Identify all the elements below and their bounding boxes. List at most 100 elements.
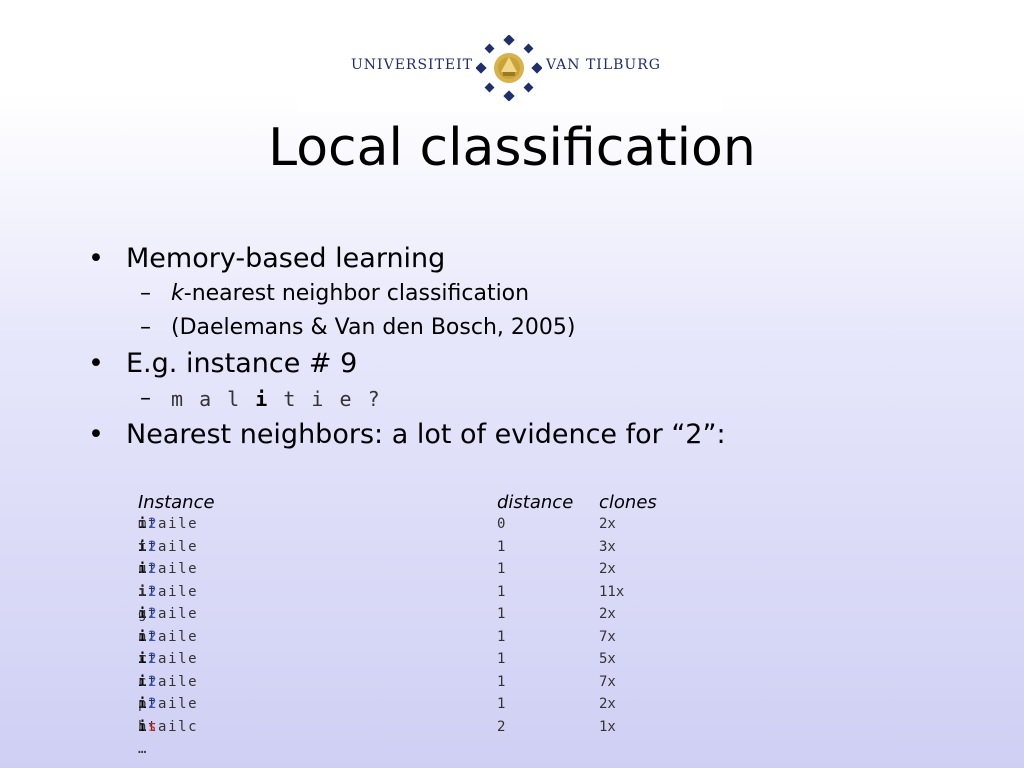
instance-class: 2 bbox=[148, 628, 159, 645]
distance-cell: 1 bbox=[497, 561, 506, 577]
distance-cell: 1 bbox=[497, 606, 506, 622]
clones-cell: 2x bbox=[599, 606, 616, 622]
clones-cell: 1x bbox=[599, 718, 616, 735]
instance-after: t i c bbox=[148, 718, 199, 735]
instance-focus: i bbox=[138, 583, 149, 600]
dash-icon: – bbox=[140, 281, 151, 306]
table-body: m a l i t i e 2 0 2x t a l i t i e 2 1 3x u a … bbox=[138, 516, 738, 764]
instance-cell: m a l i t i e 2 bbox=[138, 516, 197, 532]
clones-cell: 5x bbox=[599, 651, 616, 667]
sub-bullet-item: – (Daelemans & Van den Bosch, 2005) bbox=[88, 311, 988, 345]
sub-bullet-item: – m a l i t i e ? bbox=[88, 382, 988, 416]
instance-focus: i bbox=[138, 606, 149, 622]
clones-cell: 7x bbox=[599, 673, 616, 690]
instance-focus: i bbox=[138, 718, 149, 735]
instance-after: t i e bbox=[148, 696, 199, 712]
instance-class: 2 bbox=[148, 651, 159, 667]
bullet-item: • Nearest neighbors: a lot of evidence f… bbox=[88, 416, 988, 453]
instance-before: m a l bbox=[138, 516, 189, 532]
clones-cell: 2x bbox=[599, 561, 616, 577]
instance-focus: i bbox=[138, 538, 149, 555]
instance-cell: r a l i t i e 2 bbox=[138, 651, 197, 667]
instance-code: m a l i t i e ? bbox=[171, 382, 382, 416]
distance-cell: 0 bbox=[497, 516, 506, 532]
instance-class: 2 bbox=[148, 606, 159, 622]
instance-before: c a l bbox=[138, 673, 189, 690]
instance-class: 2 bbox=[148, 673, 159, 690]
instance-focus: i bbox=[138, 516, 149, 532]
instance-after: t i e bbox=[148, 651, 199, 667]
instance-cell: n a l i t i e 2 bbox=[138, 628, 197, 645]
instance-focus: i bbox=[138, 628, 149, 645]
instance-class: 2 bbox=[148, 516, 159, 532]
table-row: c a l i t i e 2 1 7x bbox=[138, 674, 738, 697]
table-row: h a l i t i c s 2 1x bbox=[138, 719, 738, 742]
instance-after: t i e bbox=[148, 538, 199, 555]
code-after: t i e ? bbox=[269, 387, 382, 411]
logo-text-universiteit: UNIVERSITEIT bbox=[351, 57, 473, 73]
neighbors-table: Instance distance clones m a l i t i e 2… bbox=[138, 492, 738, 764]
bullet-dot-icon: • bbox=[88, 243, 104, 274]
sub-bullet-rest: -nearest neighbor classification bbox=[183, 281, 530, 306]
instance-cell: h a l i t i c s bbox=[138, 718, 197, 735]
clones-cell: 7x bbox=[599, 628, 616, 645]
distance-cell: 1 bbox=[497, 538, 506, 555]
instance-focus: i bbox=[138, 651, 149, 667]
table-ellipsis: … bbox=[138, 741, 738, 764]
table-row: g a l i t i e 2 1 2x bbox=[138, 606, 738, 629]
instance-before: r a l bbox=[138, 651, 189, 667]
instance-class: s bbox=[148, 718, 159, 735]
instance-class: 2 bbox=[148, 583, 159, 600]
slide-title: Local classification bbox=[268, 118, 756, 178]
header-instance: Instance bbox=[138, 492, 215, 513]
distance-cell: 1 bbox=[497, 696, 506, 712]
clones-cell: 3x bbox=[599, 538, 616, 555]
table-header: Instance distance clones bbox=[138, 492, 738, 516]
instance-cell: p a l i t i e 2 bbox=[138, 696, 197, 712]
code-focus: i bbox=[255, 387, 270, 411]
instance-before: p a l bbox=[138, 696, 189, 712]
clones-cell: 11x bbox=[599, 583, 625, 600]
instance-cell: c a l i t i e 2 bbox=[138, 674, 197, 690]
logo-text-van-tilburg: VAN TILBURG bbox=[546, 57, 661, 73]
instance-after: t i e bbox=[148, 561, 199, 577]
distance-cell: 1 bbox=[497, 673, 506, 690]
code-before: m a l bbox=[171, 387, 256, 411]
bullet-dot-icon: • bbox=[88, 348, 104, 379]
sub-bullet-item: – k-nearest neighbor classification bbox=[88, 277, 988, 311]
distance-cell: 2 bbox=[497, 718, 506, 735]
instance-focus: i bbox=[138, 696, 149, 712]
instance-cell: u a l i t i e 2 bbox=[138, 561, 197, 577]
bullet-item: • Memory-based learning bbox=[88, 240, 988, 277]
bullet-text: E.g. instance # 9 bbox=[126, 348, 358, 379]
distance-cell: 1 bbox=[497, 651, 506, 667]
instance-before: i a l bbox=[138, 583, 189, 600]
instance-before: t a l bbox=[138, 538, 189, 555]
instance-before: g a l bbox=[138, 606, 189, 622]
university-emblem-icon bbox=[476, 35, 542, 101]
instance-before: u a l bbox=[138, 561, 189, 577]
distance-cell: 1 bbox=[497, 628, 506, 645]
header-distance: distance bbox=[497, 492, 574, 513]
instance-after: t i e bbox=[148, 673, 199, 690]
bullet-dot-icon: • bbox=[88, 419, 104, 450]
instance-before: n a l bbox=[138, 628, 189, 645]
instance-cell: g a l i t i e 2 bbox=[138, 606, 197, 622]
instance-cell: i a l i t i e 2 bbox=[138, 583, 197, 600]
instance-after: t i e bbox=[148, 606, 199, 622]
instance-class: 2 bbox=[148, 561, 159, 577]
bullet-text: Memory-based learning bbox=[126, 243, 446, 274]
distance-cell: 1 bbox=[497, 583, 506, 600]
instance-before: h a l bbox=[138, 718, 189, 735]
instance-after: t i e bbox=[148, 628, 199, 645]
table-row: r a l i t i e 2 1 5x bbox=[138, 651, 738, 674]
sub-bullet-text: k-nearest neighbor classification bbox=[171, 277, 529, 311]
bullet-list: • Memory-based learning – k-nearest neig… bbox=[88, 240, 988, 453]
sub-bullet-text: (Daelemans & Van den Bosch, 2005) bbox=[171, 315, 576, 340]
header-clones: clones bbox=[599, 492, 657, 513]
table-row: i a l i t i e 2 1 11x bbox=[138, 584, 738, 607]
dash-icon: – bbox=[140, 386, 151, 411]
